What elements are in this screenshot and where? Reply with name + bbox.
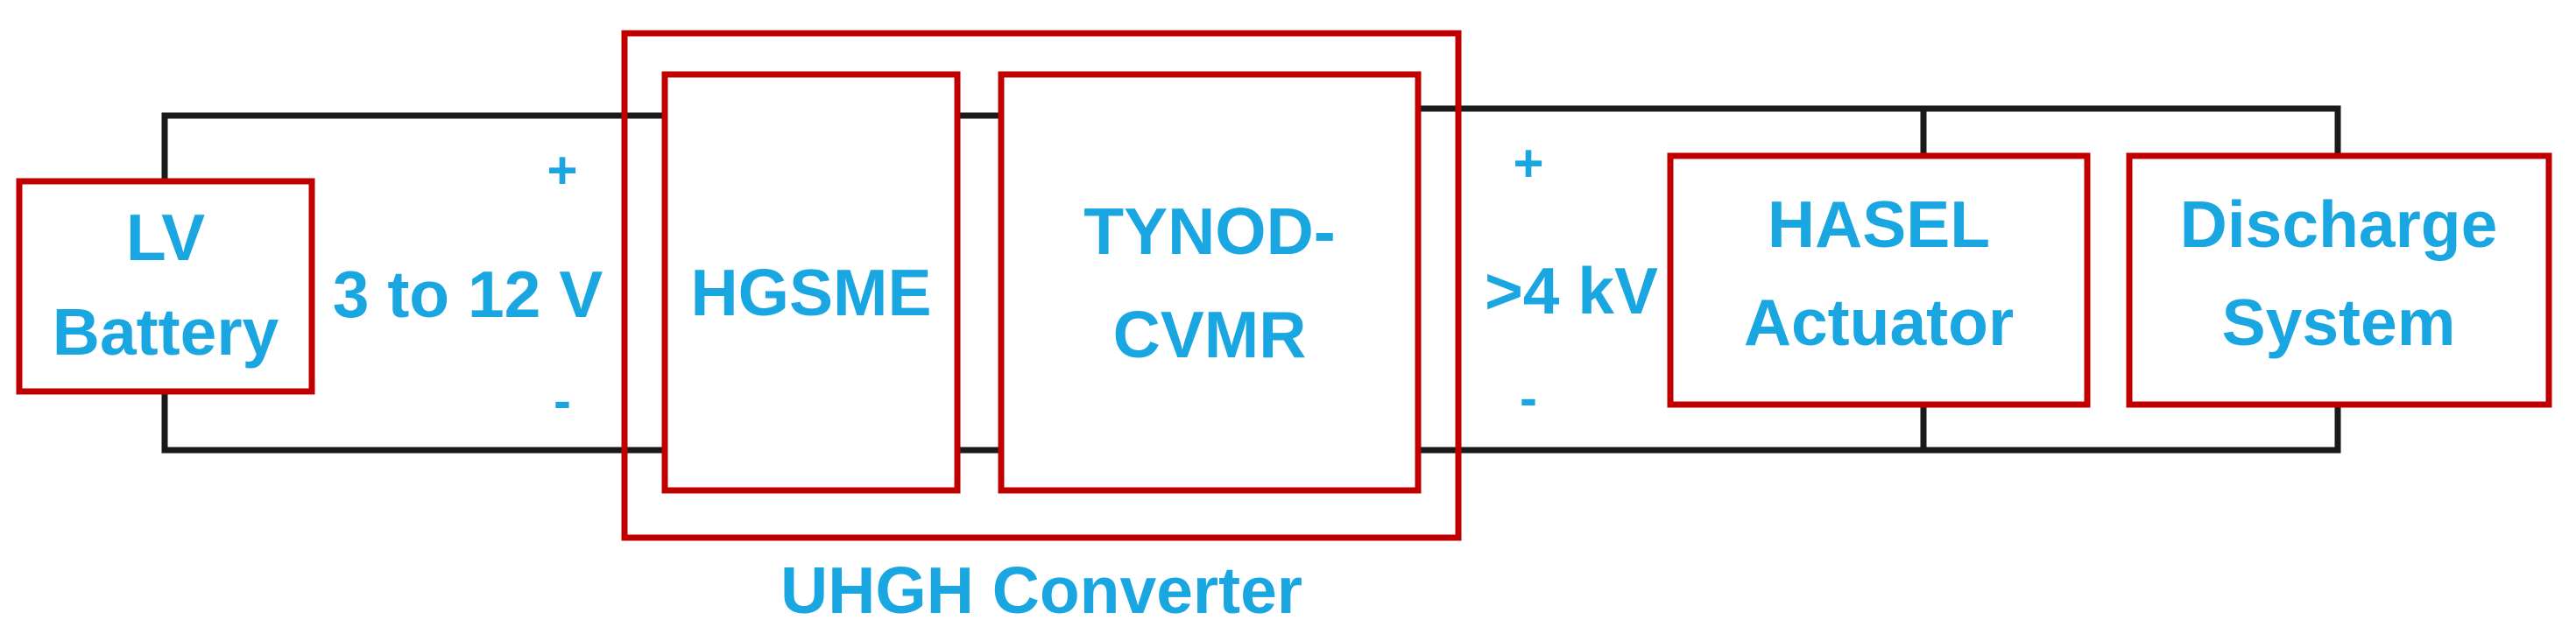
hgsme-box [661,71,961,494]
hasel-actuator-box [1667,152,2091,408]
converter-frame [621,30,1462,541]
tynod-label-line1: TYNOD- [1083,194,1335,268]
battery-label-line1: LV [126,201,205,274]
hgsme-label: HGSME [690,256,931,329]
hgsme-block: HGSME [661,71,961,494]
discharge-label-line2: System [2222,285,2456,359]
discharge-system-block: Discharge System [2126,152,2552,408]
converter-caption: UHGH Converter [780,553,1302,627]
input-voltage-label: 3 to 12 V [333,257,603,331]
input-plus-sign: + [547,141,577,200]
battery-label-line2: Battery [53,295,279,369]
hasel-label-line1: HASEL [1768,187,1990,261]
output-voltage-label: >4 kV [1485,254,1658,328]
tynod-label-line2: CVMR [1113,298,1307,371]
tynod-cvmr-block: TYNOD- CVMR [998,71,1422,494]
hasel-actuator-block: HASEL Actuator [1667,152,2091,408]
input-minus-sign: - [554,371,571,430]
battery-block: LV Battery [16,178,315,395]
output-plus-sign: + [1513,134,1543,193]
wires [161,105,2341,454]
discharge-label-line1: Discharge [2180,187,2498,261]
tynod-cvmr-box [998,71,1422,494]
output-minus-sign: - [1520,369,1537,427]
battery-box [16,178,315,395]
hasel-label-line2: Actuator [1744,285,2014,359]
discharge-system-box [2126,152,2552,408]
